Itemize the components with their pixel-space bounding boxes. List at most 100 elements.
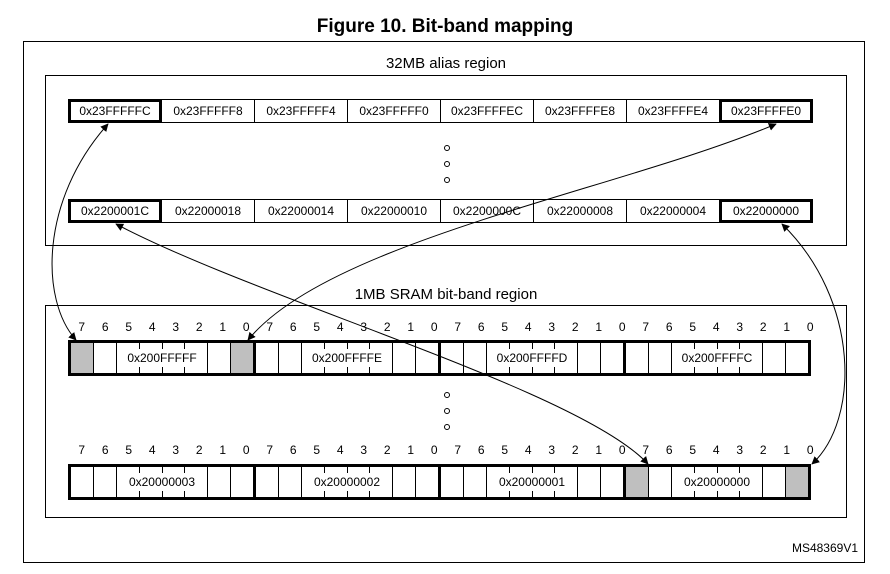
bit-cell: [392, 467, 415, 497]
bit-cell: [256, 467, 278, 497]
bit-number-label: 7: [266, 443, 274, 457]
bit-number-label: 1: [595, 320, 603, 334]
bit-number-label: 3: [548, 320, 556, 334]
bit-number-label: 5: [689, 443, 697, 457]
bit-number-label: 1: [783, 443, 791, 457]
bit-number-label: 0: [430, 320, 438, 334]
alias-cell: 0x23FFFFE8: [533, 99, 627, 123]
bit-number-label: 6: [477, 443, 485, 457]
bit-number-label: 1: [219, 443, 227, 457]
alias-cell: 0x22000018: [161, 199, 255, 223]
bit-number-label: 7: [454, 320, 462, 334]
bit-number-label: 3: [360, 320, 368, 334]
alias-cell: 0x22000000: [719, 199, 813, 223]
bit-number-label: 5: [125, 443, 133, 457]
bit-cell: [762, 467, 785, 497]
bit-number-label: 3: [360, 443, 368, 457]
alias-bottom-row: 0x2200001C 0x22000018 0x22000014 0x22000…: [68, 199, 813, 223]
bit-cell: [207, 343, 230, 373]
bit-cell: [626, 343, 648, 373]
bit-cell: [441, 343, 463, 373]
figure-reference: MS48369V1: [791, 541, 858, 555]
bit-number-label: 4: [524, 320, 532, 334]
bit-number-label: 3: [548, 443, 556, 457]
byte-address: 0x20000002: [303, 473, 391, 491]
alias-region-label: 32MB alias region: [385, 55, 507, 72]
sram-bottom-row: 0x20000003 0x20000002 0x20000001 0x20000…: [68, 464, 811, 500]
ellipsis-dot: [444, 177, 450, 183]
bit-number-label: 1: [219, 320, 227, 334]
bit-number-label: 0: [430, 443, 438, 457]
sram-byte: 0x20000000: [623, 464, 811, 500]
bit-number-label: 4: [712, 320, 720, 334]
bit-number-label: 1: [407, 320, 415, 334]
bit-number-label: 1: [595, 443, 603, 457]
bit-number-label: 6: [101, 443, 109, 457]
sram-top-row: 0x200FFFFF 0x200FFFFE 0x200FFFFD 0x200FF…: [68, 340, 811, 376]
bit-cell: [577, 343, 600, 373]
bit-number-label: 4: [336, 443, 344, 457]
figure-frame: [23, 41, 865, 563]
bit-number-label: 2: [571, 320, 579, 334]
bit-cell: [71, 343, 93, 373]
bit-cell: [647, 343, 671, 373]
bit-number-label: 1: [783, 320, 791, 334]
bit-number-label: 5: [313, 443, 321, 457]
bit-number-label: 0: [806, 443, 814, 457]
ellipsis-dot: [444, 424, 450, 430]
bit-cell: [207, 467, 230, 497]
figure-title: Figure 10. Bit-band mapping: [316, 16, 574, 37]
bit-number-label: 7: [266, 320, 274, 334]
bit-cell: [230, 343, 253, 373]
ellipsis-dot: [444, 392, 450, 398]
bit-number-label: 2: [383, 320, 391, 334]
bit-number-label: 4: [148, 320, 156, 334]
alias-cell: 0x2200000C: [440, 199, 534, 223]
bit-number-label: 2: [383, 443, 391, 457]
bit-number-label: 0: [242, 443, 250, 457]
bit-number-label: 0: [242, 320, 250, 334]
bit-cell: [256, 343, 278, 373]
bit-number-label: 0: [806, 320, 814, 334]
bit-number-label: 7: [642, 320, 650, 334]
bit-cell: [670, 343, 694, 373]
bit-cell: [762, 343, 785, 373]
bit-cell: [600, 343, 623, 373]
bit-cell: [71, 467, 93, 497]
sram-byte: 0x200FFFFD: [438, 340, 626, 376]
bit-number-label: 3: [172, 443, 180, 457]
bit-number-label: 3: [172, 320, 180, 334]
ellipsis-dot: [444, 145, 450, 151]
byte-address: 0x200FFFFE: [303, 349, 391, 367]
bit-number-label: 5: [501, 443, 509, 457]
bit-cell: [277, 467, 301, 497]
bit-number-label: 5: [313, 320, 321, 334]
bit-cell: [300, 467, 324, 497]
bit-number-label: 6: [289, 443, 297, 457]
byte-address: 0x20000001: [488, 473, 576, 491]
byte-address: 0x200FFFFC: [673, 349, 761, 367]
bit-number-label: 2: [571, 443, 579, 457]
bit-cell: [415, 467, 438, 497]
alias-cell: 0x23FFFFF0: [347, 99, 441, 123]
bit-cell: [115, 467, 139, 497]
alias-cell: 0x23FFFFE4: [626, 99, 720, 123]
sram-byte: 0x200FFFFF: [68, 340, 256, 376]
bit-cell: [277, 343, 301, 373]
bit-cell: [392, 343, 415, 373]
alias-top-row: 0x23FFFFFC 0x23FFFFF8 0x23FFFFF4 0x23FFF…: [68, 99, 813, 123]
bit-cell: [462, 343, 486, 373]
bit-number-label: 5: [125, 320, 133, 334]
bit-number-label: 6: [477, 320, 485, 334]
bit-number-label: 4: [148, 443, 156, 457]
bit-cell: [485, 467, 509, 497]
bit-number-label: 2: [759, 320, 767, 334]
bit-number-label: 7: [642, 443, 650, 457]
alias-cell: 0x22000010: [347, 199, 441, 223]
bit-cell: [415, 343, 438, 373]
ellipsis-dot: [444, 408, 450, 414]
bit-cell: [92, 467, 116, 497]
bit-number-label: 6: [289, 320, 297, 334]
